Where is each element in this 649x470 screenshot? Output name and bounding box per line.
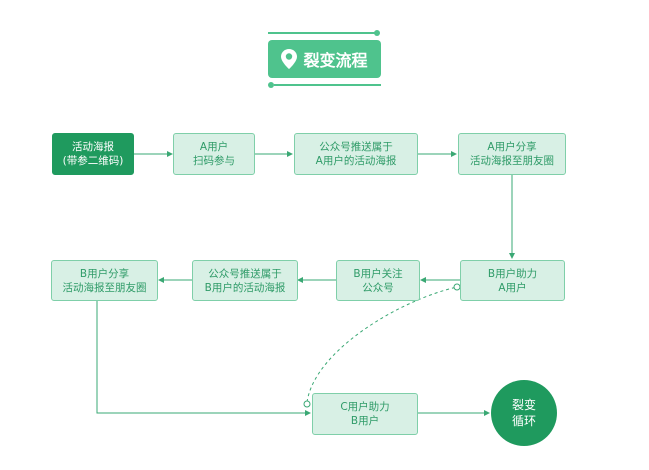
node-line: 活动海报 xyxy=(72,141,114,153)
node-line: 活动海报至朋友圈 xyxy=(62,281,147,294)
node-line: 扫码参与 xyxy=(193,155,235,167)
node-line: B用户分享 xyxy=(79,267,130,280)
node-line: B用户的活动海报 xyxy=(204,281,286,294)
node-line: 公众号推送属于 xyxy=(208,267,282,280)
node-c-user-help: C用户助力 B用户 xyxy=(312,393,418,435)
node-line: A用户分享 xyxy=(487,141,537,153)
node-line: 裂变 xyxy=(511,398,536,412)
dashed-link-start-dot xyxy=(303,400,311,408)
title-badge: 裂变流程 xyxy=(268,40,381,78)
node-line: 公众号 xyxy=(362,281,394,294)
title-area: 裂变流程 xyxy=(0,0,649,100)
node-push-a-poster: 公众号推送属于 A用户的活动海报 xyxy=(294,133,418,175)
page-title: 裂变流程 xyxy=(303,51,368,70)
node-line: 循环 xyxy=(511,414,536,428)
node-line: A用户 xyxy=(199,141,229,153)
title-decor-line-bottom xyxy=(274,84,381,86)
node-b-user-share: B用户分享 活动海报至朋友圈 xyxy=(51,260,158,301)
arrow-b-share-to-c-help xyxy=(96,301,311,416)
dashed-link-c-help-to-b-help xyxy=(306,286,458,403)
node-a-user-share: A用户分享 活动海报至朋友圈 xyxy=(458,133,566,175)
node-line: B用户 xyxy=(350,415,380,427)
title-decor-dot xyxy=(374,30,380,36)
node-line: A用户的活动海报 xyxy=(315,155,397,167)
node-line: B用户关注 xyxy=(353,267,403,280)
node-a-user-scan: A用户 扫码参与 xyxy=(173,133,255,175)
node-line: B用户助力 xyxy=(487,267,538,280)
location-pin-icon xyxy=(281,49,298,69)
node-line: A用户 xyxy=(498,281,527,294)
node-line: 活动海报至朋友圈 xyxy=(470,155,554,167)
title-decor-line-top xyxy=(268,32,375,34)
node-activity-poster: 活动海报 (带参二维码) xyxy=(52,133,134,175)
node-line: (带参二维码) xyxy=(62,155,124,167)
node-b-user-follow: B用户关注 公众号 xyxy=(336,260,420,301)
node-line: C用户助力 xyxy=(340,401,390,413)
node-push-b-poster: 公众号推送属于 B用户的活动海报 xyxy=(192,260,298,301)
node-b-user-help: B用户助力 A用户 xyxy=(460,260,565,301)
node-line: 公众号推送属于 xyxy=(319,141,393,153)
title-decor-dot xyxy=(268,82,274,88)
node-fission-loop: 裂变 循环 xyxy=(491,380,557,446)
